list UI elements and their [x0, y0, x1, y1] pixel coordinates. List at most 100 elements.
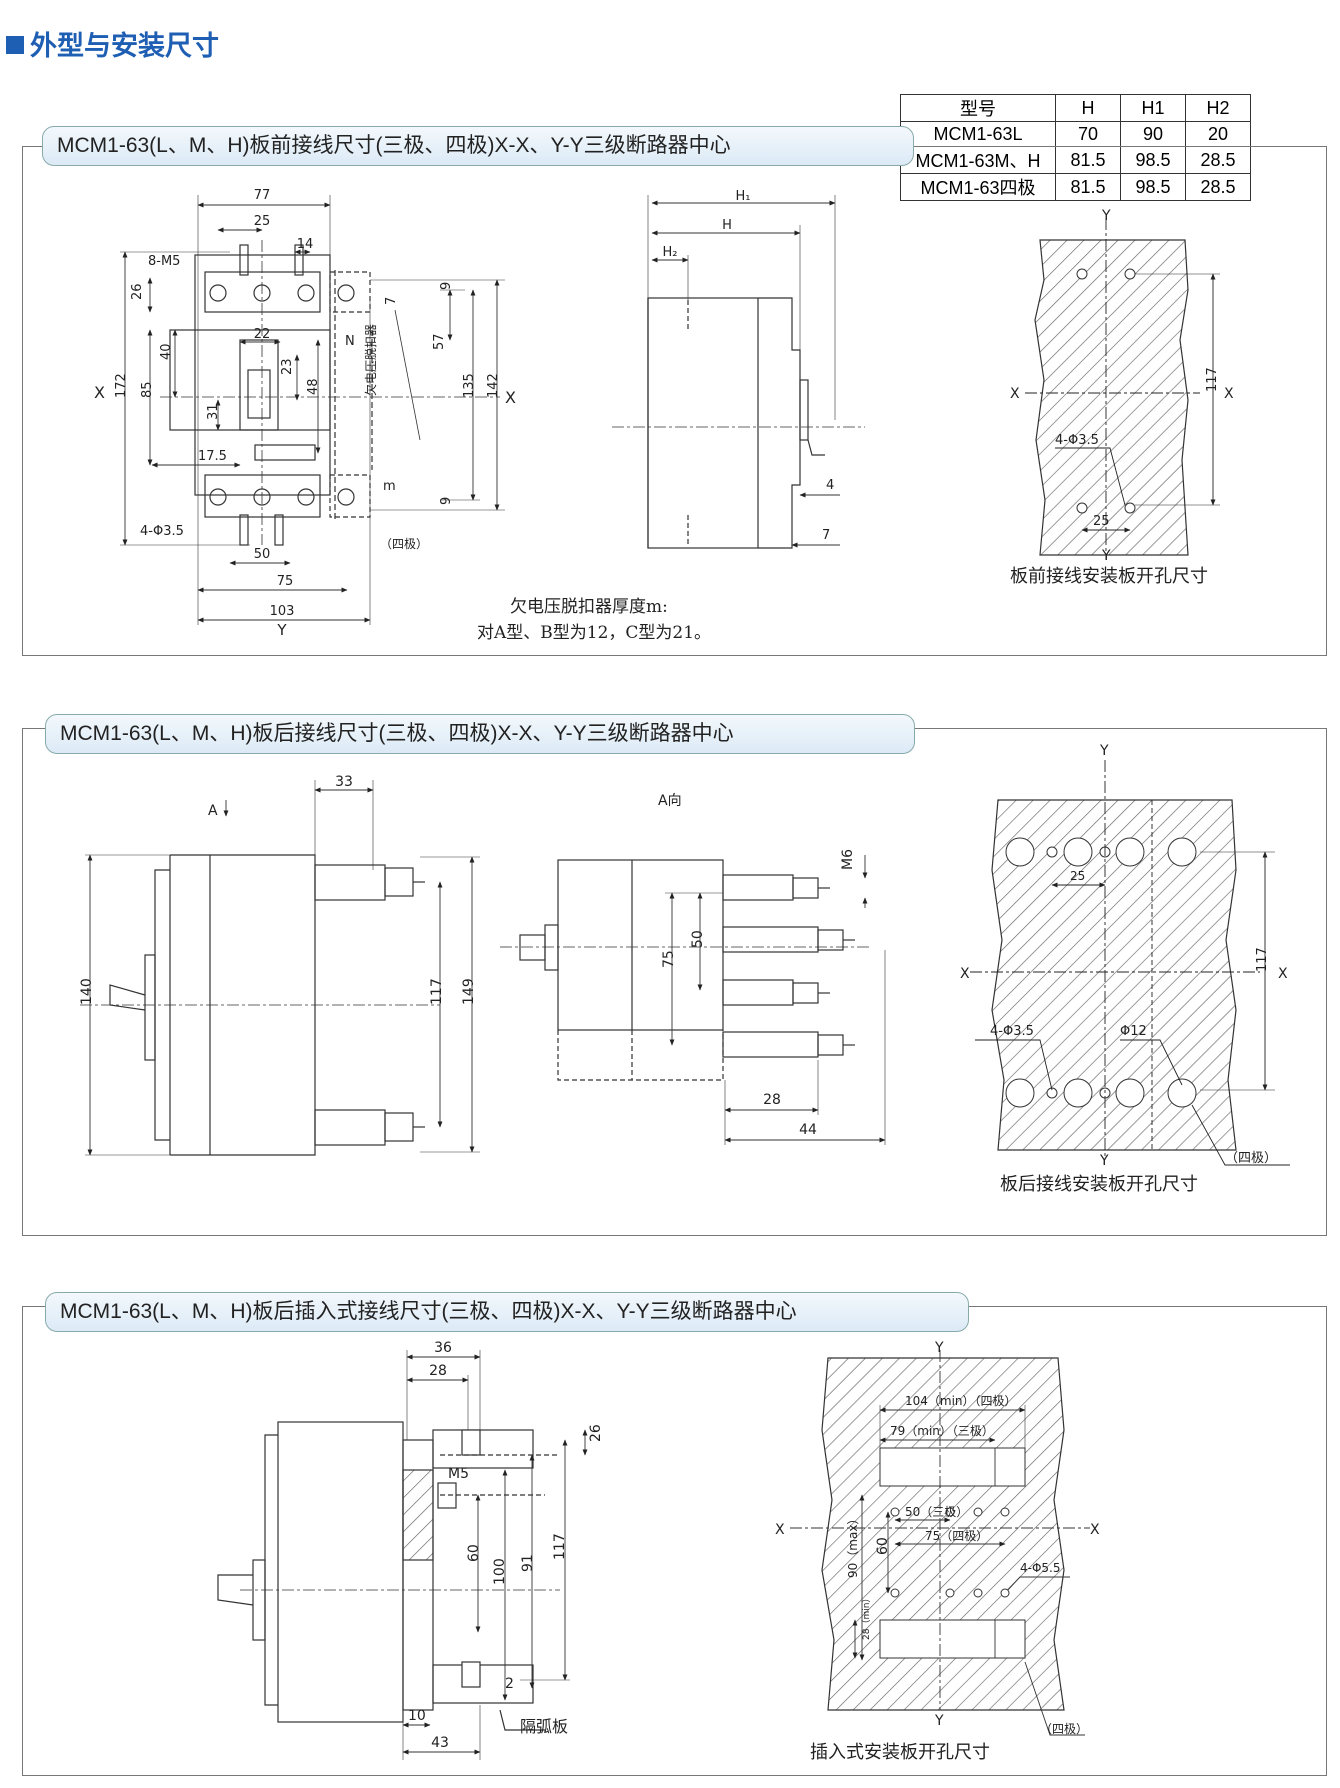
axis-y: Y: [276, 621, 287, 639]
mount3-axis-x-left: X: [775, 1522, 785, 1538]
dim-2: 2: [505, 1676, 514, 1692]
dim-7: 7: [384, 297, 399, 305]
mount3-dim-50: 50（三极）: [905, 1505, 968, 1519]
dim-22: 22: [254, 327, 271, 342]
mount-label-phi: 4-Φ3.5: [1055, 433, 1099, 448]
mount-cutout-plugin: Y X X 104（min）（四极） 79（min）（三极） 50（三极） 75…: [775, 1340, 1100, 1763]
label-4-phi-3-5: 4-Φ3.5: [140, 524, 184, 539]
dim-77: 77: [254, 188, 271, 203]
label-undervoltage: 欠电压脱扣器: [363, 324, 378, 396]
dim-9-bottom: 9: [439, 497, 454, 505]
mount2-dim-25: 25: [1070, 869, 1085, 883]
spec-cell: 98.5: [1120, 146, 1186, 174]
rear-side-view: [80, 780, 480, 1156]
dim-135: 135: [462, 373, 477, 398]
dim-85: 85: [140, 381, 155, 398]
mount-dim-25: 25: [1093, 514, 1110, 529]
mount2-axis-y-bottom: Y: [1099, 1153, 1109, 1169]
spec-cell: 28.5: [1185, 173, 1251, 201]
mount-caption-plugin: 插入式安装板开孔尺寸: [810, 1742, 990, 1763]
label-n: N: [345, 334, 355, 349]
mount3-dim-28: 28（min）: [861, 1594, 872, 1640]
mount2-label-phi35: 4-Φ3.5: [990, 1024, 1034, 1039]
square-bullet-icon: [6, 36, 24, 54]
section-header: 外型与安装尺寸: [6, 24, 219, 63]
dim-h2: H₂: [663, 245, 678, 260]
mount3-label-phi: 4-Φ5.5: [1020, 1561, 1061, 1575]
dim-14: 14: [297, 237, 314, 252]
spec-cell: 90: [1120, 121, 1186, 147]
spec-cell: 28.5: [1185, 146, 1251, 174]
mount3-axis-x-right: X: [1090, 1522, 1100, 1538]
axis-x-left: X: [94, 383, 105, 402]
dim-9-top: 9: [439, 282, 454, 290]
mount3-label-four-pole: （四极）: [1040, 1722, 1088, 1736]
mount2-dim-117: 117: [1255, 947, 1270, 972]
dim-50-view: 50: [690, 930, 706, 948]
dim-149: 149: [461, 978, 477, 1005]
mount3-dim-90: 90（max）: [846, 1513, 860, 1578]
terminal-tab: [239, 244, 249, 276]
terminal-tab: [274, 514, 284, 546]
dim-33: 33: [335, 774, 353, 790]
label-four-pole: （四极）: [380, 537, 428, 551]
dim-m: m: [383, 479, 396, 494]
mount-dim-117: 117: [1205, 367, 1220, 392]
dim-117: 117: [429, 978, 445, 1005]
mount-axis-y-bottom: Y: [1101, 548, 1111, 564]
label-m5: M5: [448, 1466, 469, 1482]
dim-44-view: 44: [799, 1122, 817, 1138]
dim-43: 43: [431, 1735, 449, 1751]
panel-front-wiring-title: MCM1-63(L、M、H)板前接线尺寸(三极、四极)X-X、Y-Y三级断路器中…: [42, 126, 914, 166]
bottom-terminals: [204, 474, 321, 518]
dim-117-p3: 117: [552, 1533, 568, 1560]
spec-header-h2: H2: [1185, 94, 1251, 122]
mount-axis-y-top: Y: [1101, 208, 1111, 224]
mount3-dim-75: 75（四极）: [925, 1529, 988, 1543]
label-a-view: A向: [658, 793, 682, 809]
mount2-label-four-pole: （四极）: [1225, 1151, 1277, 1166]
dim-50: 50: [254, 547, 271, 562]
spec-cell: 98.5: [1120, 173, 1186, 201]
mount2-axis-x-left: X: [960, 966, 970, 982]
dim-h: H: [722, 218, 732, 233]
panel-rear-wiring-title: MCM1-63(L、M、H)板后接线尺寸(三极、四极)X-X、Y-Y三级断路器中…: [45, 714, 915, 754]
dim-m6: M6: [840, 849, 856, 870]
dim-103: 103: [270, 604, 295, 619]
label-8-m5: 8-M5: [148, 254, 180, 269]
dim-23: 23: [280, 358, 295, 375]
top-terminals: [204, 271, 321, 313]
terminal-tab: [294, 244, 304, 276]
dim-h1: H₁: [736, 189, 751, 204]
dim-140: 140: [79, 978, 95, 1005]
mount-caption-front: 板前接线安装板开孔尺寸: [1010, 566, 1208, 587]
side-view: [612, 195, 865, 549]
dim-75: 75: [277, 574, 294, 589]
dim-40: 40: [159, 343, 174, 360]
view-a: [500, 855, 886, 1145]
dim-31: 31: [206, 403, 221, 420]
mount3-axis-y-top: Y: [934, 1340, 944, 1356]
dim-26: 26: [130, 283, 145, 300]
dim-60: 60: [466, 1544, 482, 1562]
label-plate: [254, 444, 316, 461]
spec-cell: MCM1-63四极: [900, 173, 1056, 201]
mount3-dim-60: 60: [875, 1537, 891, 1555]
note-line-1: 欠电压脱扣器厚度m:: [510, 597, 668, 617]
dim-172: 172: [114, 373, 129, 398]
mount-cutout-rear: Y X X 25 117 4-Φ3.5 Φ12 Y （四极） 板后接线安装板开孔…: [960, 743, 1290, 1195]
mount3-dim-104: 104（min）（四极）: [905, 1394, 1017, 1408]
axis-x-right: X: [505, 388, 516, 407]
dim-75-view: 75: [661, 950, 677, 968]
dim-100: 100: [492, 1558, 508, 1585]
panel-plugin-wiring-title: MCM1-63(L、M、H)板后插入式接线尺寸(三极、四极)X-X、Y-Y三级断…: [45, 1292, 969, 1332]
plugin-side-view: [217, 1350, 588, 1760]
dim-57: 57: [432, 333, 447, 350]
